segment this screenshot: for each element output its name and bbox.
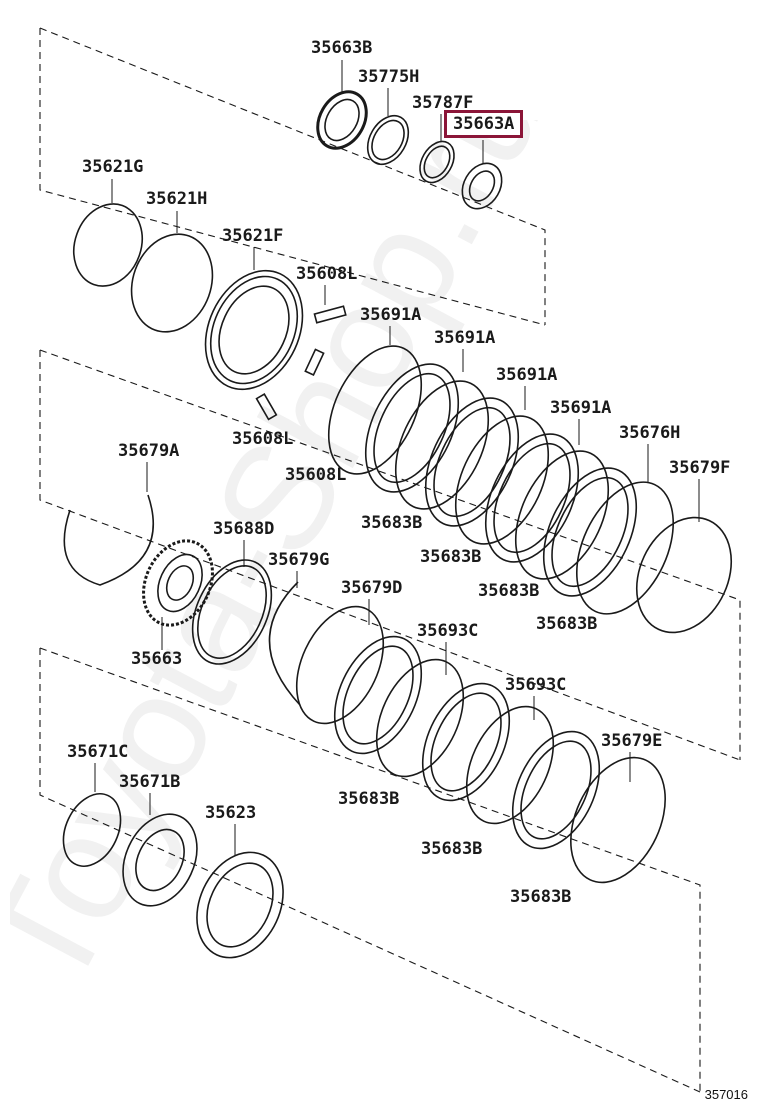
part-label-35679G[interactable]: 35679G <box>268 550 330 570</box>
part-label-35608L[interactable]: 35608L <box>232 429 294 449</box>
group-outline-dashed <box>39 27 741 1093</box>
o-ring-35621H <box>130 233 214 333</box>
part-label-35676H[interactable]: 35676H <box>619 423 681 443</box>
part-label-35663[interactable]: 35663 <box>131 649 183 669</box>
figure-code: 357016 <box>704 1087 748 1102</box>
part-label-35683B[interactable]: 35683B <box>420 547 482 567</box>
part-label-35621G[interactable]: 35621G <box>82 157 144 177</box>
part-label-35787F[interactable]: 35787F <box>412 93 474 113</box>
part-label-35608L[interactable]: 35608L <box>285 465 347 485</box>
spring-35608L <box>304 348 325 377</box>
spring-35608L <box>255 393 278 421</box>
part-label-35691A[interactable]: 35691A <box>496 365 558 385</box>
snap-ring-35679G <box>268 581 301 706</box>
part-label-35621F[interactable]: 35621F <box>222 226 284 246</box>
part-label-35693C[interactable]: 35693C <box>505 675 567 695</box>
part-label-35688D[interactable]: 35688D <box>213 519 275 539</box>
part-label-35693C[interactable]: 35693C <box>417 621 479 641</box>
part-label-35683B[interactable]: 35683B <box>478 581 540 601</box>
part-label-35663B[interactable]: 35663B <box>311 38 373 58</box>
part-label-35679E[interactable]: 35679E <box>601 731 663 751</box>
part-label-35775H[interactable]: 35775H <box>358 67 420 87</box>
part-label-35691A[interactable]: 35691A <box>550 398 612 418</box>
part-label-35691A[interactable]: 35691A <box>434 328 496 348</box>
top-rings <box>316 90 503 210</box>
piston-35621F <box>204 269 304 391</box>
part-label-35679A[interactable]: 35679A <box>118 441 180 461</box>
snap-ring-35671C <box>62 793 122 867</box>
part-label-35679F[interactable]: 35679F <box>669 458 731 478</box>
part-label-35663A-highlighted[interactable]: 35663A <box>444 110 524 138</box>
part-label-35621H[interactable]: 35621H <box>146 189 208 209</box>
part-label-35683B[interactable]: 35683B <box>338 789 400 809</box>
part-label-35671C[interactable]: 35671C <box>67 742 129 762</box>
spring-35608L <box>313 305 347 324</box>
part-label-35671B[interactable]: 35671B <box>119 772 181 792</box>
part-label-35683B[interactable]: 35683B <box>510 887 572 907</box>
part-label-35683B[interactable]: 35683B <box>421 839 483 859</box>
part-label-35679D[interactable]: 35679D <box>341 578 403 598</box>
clutch-pack-upper <box>327 345 733 634</box>
hub-35663 <box>142 539 214 627</box>
plate-35671B <box>122 813 198 907</box>
part-label-35691A[interactable]: 35691A <box>360 305 422 325</box>
leader-lines <box>94 60 700 855</box>
part-label-35683B[interactable]: 35683B <box>536 614 598 634</box>
snap-ring-35679A <box>63 494 155 586</box>
ring-35688D <box>191 559 273 665</box>
o-ring-35621G <box>73 203 143 287</box>
spring-35623 <box>196 851 284 959</box>
part-label-35623[interactable]: 35623 <box>205 803 257 823</box>
part-label-35608L[interactable]: 35608L <box>296 264 358 284</box>
part-label-35683B[interactable]: 35683B <box>361 513 423 533</box>
